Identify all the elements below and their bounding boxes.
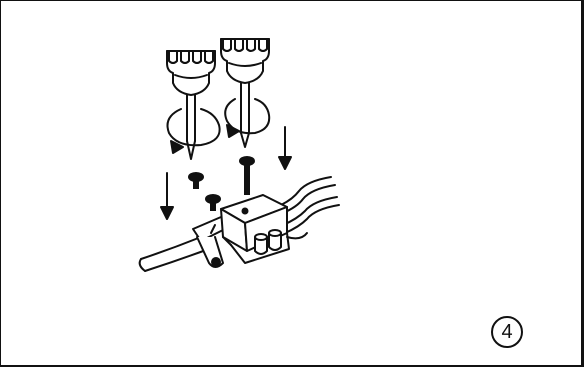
screw-short-middle (205, 194, 221, 211)
left-cable (138, 236, 207, 272)
cable-clamp (192, 216, 230, 268)
down-arrow-right (278, 126, 292, 170)
screw-short-left (188, 172, 204, 189)
terminal-block (220, 194, 290, 264)
step-number-text: 4 (501, 321, 513, 343)
down-arrow-left (160, 172, 174, 220)
screw-long-right (239, 156, 255, 195)
step-number-badge: 4 (491, 316, 523, 348)
screwdriver-left (166, 50, 221, 160)
screwdriver-right (220, 38, 271, 148)
right-cables (280, 176, 340, 240)
